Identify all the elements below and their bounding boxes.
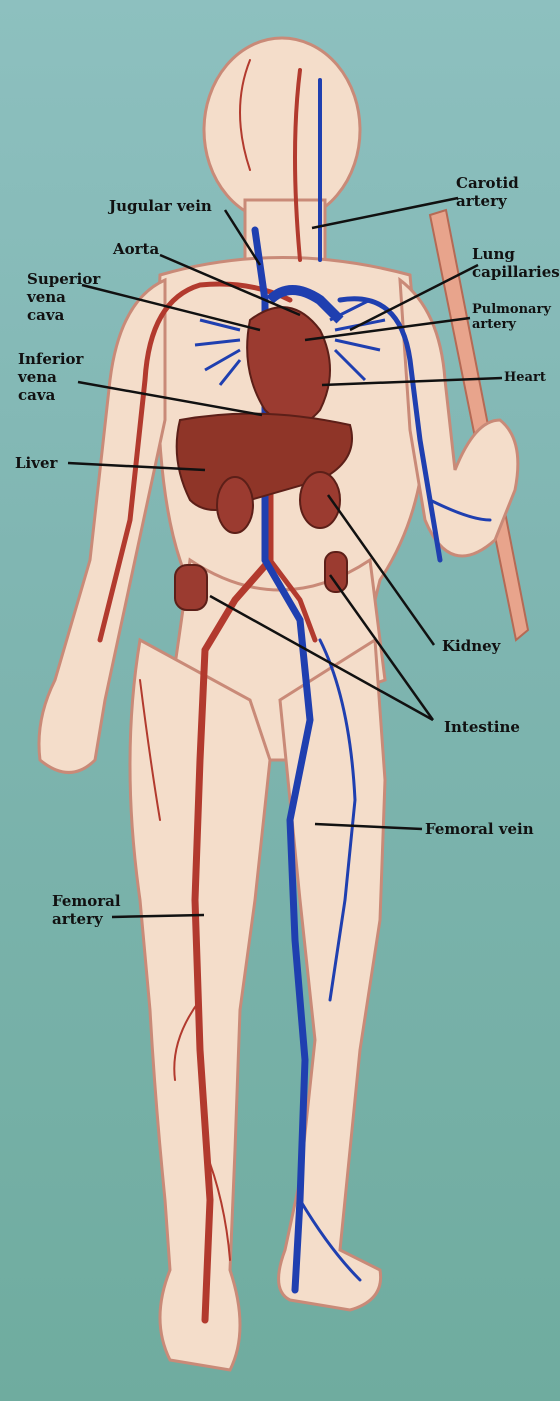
label-aorta: Aorta bbox=[113, 240, 159, 258]
label-inferior-vena-cava: Inferior vena cava bbox=[18, 350, 83, 404]
label-intestine: Intestine bbox=[444, 718, 520, 736]
label-femoral-vein: Femoral vein bbox=[425, 820, 534, 838]
label-superior-vena-cava-line2: vena bbox=[27, 288, 100, 306]
label-kidney: Kidney bbox=[442, 637, 500, 655]
label-lung-capillaries-line1: Lung bbox=[472, 245, 560, 263]
label-superior-vena-cava: Superior vena cava bbox=[27, 270, 100, 324]
label-pulmonary-artery-line2: artery bbox=[472, 317, 551, 332]
label-liver: Liver bbox=[15, 454, 57, 472]
label-femoral-artery: Femoral artery bbox=[52, 892, 121, 928]
label-heart: Heart bbox=[504, 370, 546, 385]
label-pulmonary-artery: Pulmonary artery bbox=[472, 302, 551, 332]
label-inferior-vena-cava-line1: Inferior bbox=[18, 350, 83, 368]
label-inferior-vena-cava-line2: vena bbox=[18, 368, 83, 386]
label-jugular-vein: Jugular vein bbox=[109, 197, 212, 215]
label-superior-vena-cava-line3: cava bbox=[27, 306, 100, 324]
label-lung-capillaries: Lung capillaries bbox=[472, 245, 560, 281]
label-femoral-artery-line1: Femoral bbox=[52, 892, 121, 910]
label-femoral-artery-line2: artery bbox=[52, 910, 121, 928]
label-inferior-vena-cava-line3: cava bbox=[18, 386, 83, 404]
label-lung-capillaries-line2: capillaries bbox=[472, 263, 560, 281]
label-pulmonary-artery-line1: Pulmonary bbox=[472, 302, 551, 317]
label-carotid-artery: Carotid artery bbox=[456, 174, 519, 210]
label-carotid-artery-line1: Carotid bbox=[456, 174, 519, 192]
label-carotid-artery-line2: artery bbox=[456, 192, 519, 210]
label-superior-vena-cava-line1: Superior bbox=[27, 270, 100, 288]
